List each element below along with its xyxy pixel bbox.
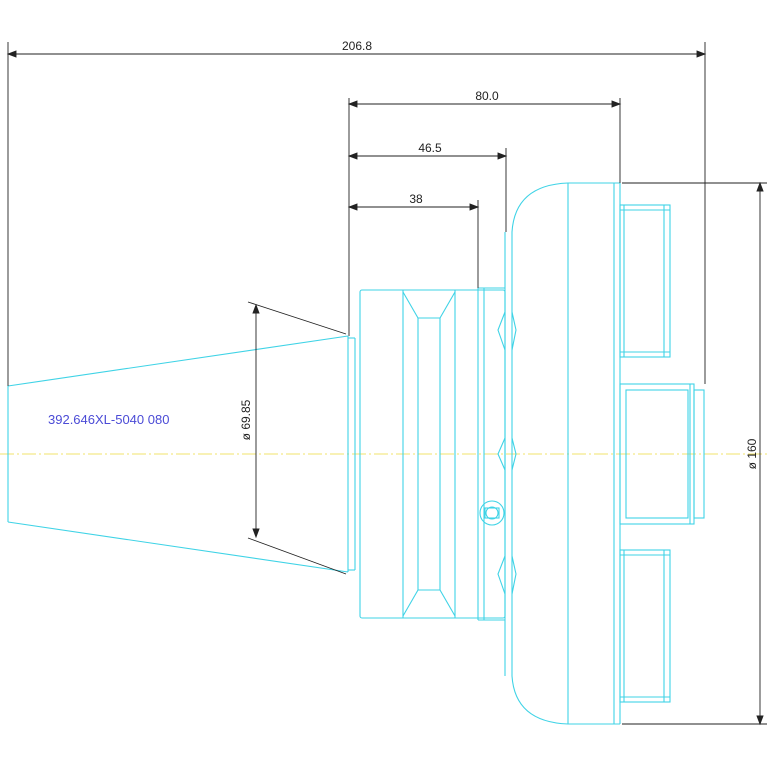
dimension-overall-length-text: 206.8 [342,39,372,53]
cartridge-middle [619,383,705,525]
cartridge-bottom [619,549,671,703]
dimension-body-length [347,98,622,336]
dimension-taper-diameter-text: ø 69.85 [239,399,253,440]
head-body [504,182,621,725]
dimension-overall-length [6,42,707,386]
dimension-body-diameter [622,181,767,726]
cartridge-top [619,204,671,358]
part-code-label: 392.646XL-5040 080 [48,412,169,427]
dimension-flange-to-face [347,148,508,232]
dimension-flange-depth-text: 38 [409,192,423,206]
flange [359,287,506,621]
dimension-body-diameter-text: ø 160 [745,438,759,469]
head-notches [497,311,517,595]
set-screw [479,500,505,526]
taper-shank [7,335,356,573]
dimension-flange-depth [347,200,480,288]
dimension-body-length-text: 80.0 [475,89,499,103]
dimension-taper-diameter [247,301,347,575]
dimension-flange-to-face-text: 46.5 [418,141,442,155]
